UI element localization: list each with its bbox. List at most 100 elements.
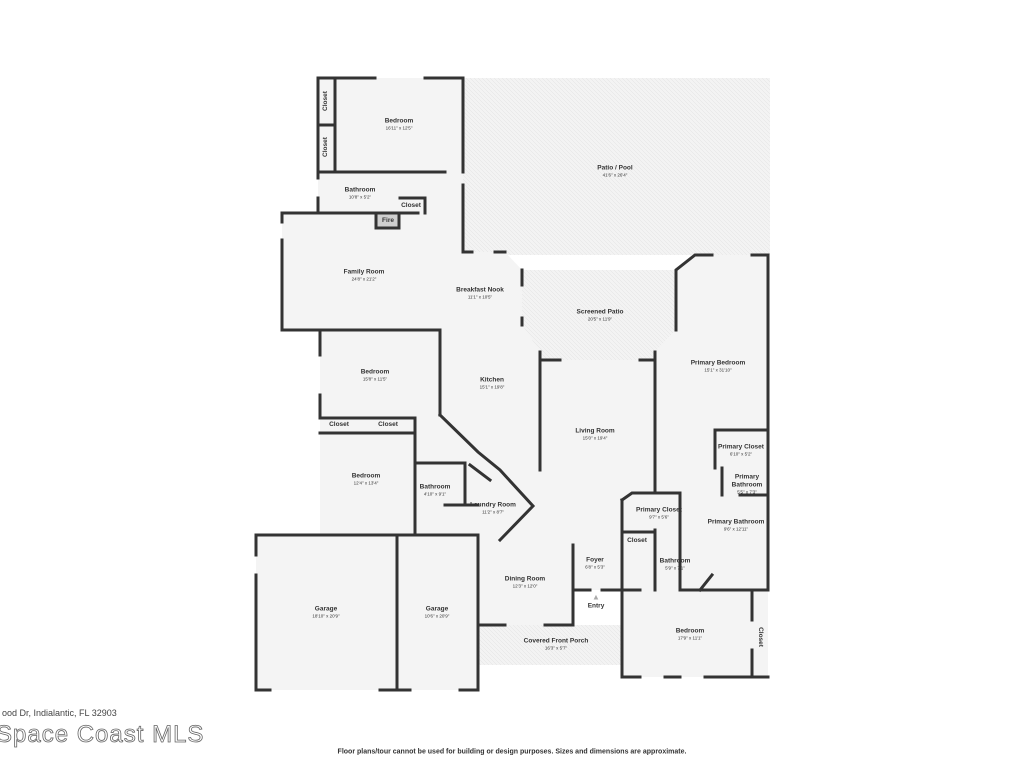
- room-name: Bedroom: [351, 472, 381, 480]
- room-dim: 12'4" x 13'4": [353, 480, 379, 486]
- room-label-entry: ▲Entry: [588, 592, 605, 609]
- room-label-closet: Closet: [329, 421, 349, 429]
- watermark-text: Space Coast MLS: [0, 721, 205, 748]
- room-name: Primary Closet: [718, 443, 764, 451]
- room-dim: 16'3" x 5'7": [544, 645, 568, 651]
- room-name: Fire: [382, 217, 394, 225]
- room-name: Bathroom: [344, 186, 376, 194]
- room-dim: 6'10" x 5'2": [729, 451, 753, 457]
- room-name: Closet: [322, 137, 330, 157]
- room-dim: 6'8" x 5'3": [585, 564, 605, 570]
- room-dim: 15'8" x 11'5": [362, 376, 388, 382]
- room-name: Living Room: [575, 427, 615, 435]
- room-name: Bathroom: [419, 483, 451, 491]
- room-label-closet: Closet: [401, 202, 421, 210]
- screened-patio-floor: [522, 270, 676, 360]
- room-name: Primary Bathroom: [731, 473, 763, 489]
- room-dim: 5'9" x 7'1": [665, 565, 685, 571]
- room-dim: 24'8" x 21'2": [351, 276, 377, 282]
- floors: [256, 78, 770, 690]
- room-name: Laundry Room: [470, 501, 516, 509]
- room-name: Foyer: [586, 556, 604, 564]
- patio-pool-floor: [463, 78, 770, 255]
- room-label-closet: Closet: [756, 627, 764, 647]
- room-dim: 10'6" x 20'9": [424, 613, 450, 619]
- fireplace: [376, 213, 399, 228]
- room-name: Closet: [329, 421, 349, 429]
- room-name: Dining Room: [504, 575, 546, 583]
- room-dim: 41'6" x 26'4": [602, 172, 628, 178]
- room-dim: 15'1" x 31'10": [704, 367, 732, 373]
- watermark-address: ood Dr, Indialantic, FL 32903: [2, 708, 117, 718]
- room-label-closet: Closet: [322, 137, 330, 157]
- room-name: Primary Closet: [636, 506, 682, 514]
- entry-arrow-icon: ▲: [592, 592, 600, 602]
- room-name: Bathroom: [659, 557, 691, 565]
- room-name: Closet: [322, 91, 330, 111]
- room-name: Family Room: [343, 268, 385, 276]
- room-dim: 5'5" x 7'3": [737, 489, 757, 495]
- room-name: Closet: [756, 627, 764, 647]
- room-name: Bedroom: [384, 117, 414, 125]
- room-name: Primary Bedroom: [690, 359, 746, 367]
- room-name: Garage: [314, 605, 338, 613]
- room-label-fire: Fire: [382, 217, 394, 225]
- room-name: Closet: [627, 537, 647, 545]
- disclaimer: Floor plans/tour cannot be used for buil…: [337, 748, 687, 756]
- watermark-logo: Space Coast MLS: [0, 721, 205, 748]
- room-dim: 15'0" x 19'4": [582, 435, 608, 441]
- walls: [254, 76, 770, 692]
- room-name: Closet: [378, 421, 398, 429]
- room-name: Closet: [401, 202, 421, 210]
- room-dim: 12'3" x 12'0": [512, 583, 538, 589]
- room-name: Bedroom: [675, 627, 705, 635]
- room-name: Patio / Pool: [597, 164, 633, 172]
- porch-floor: [478, 625, 622, 665]
- room-dim: 11'2" x 8'7": [482, 509, 504, 515]
- room-name: Breakfast Nook: [456, 286, 504, 294]
- room-dim: 10'8" x 5'2": [348, 194, 372, 200]
- room-dim: 15'1" x 19'8": [479, 384, 505, 390]
- room-dim: 9'6" x 12'11": [723, 526, 749, 532]
- house-floor: [256, 78, 768, 690]
- room-name: Entry: [587, 601, 605, 609]
- room-dim: 18'10" x 20'9": [312, 613, 340, 619]
- room-dim: 16'11" x 12'5": [385, 125, 413, 131]
- room-dim: 17'9" x 11'1": [677, 635, 703, 641]
- room-name: Covered Front Porch: [523, 637, 589, 645]
- room-name: Garage: [425, 605, 449, 613]
- room-name: Bedroom: [360, 368, 390, 376]
- room-dim: 20'5" x 11'9": [587, 316, 613, 322]
- room-dim: 4'10" x 9'1": [423, 491, 447, 497]
- room-name: Primary Bathroom: [707, 518, 765, 526]
- room-label-closet: Closet: [378, 421, 398, 429]
- room-label-closet: Closet: [322, 91, 330, 111]
- room-dim: 9'7" x 5'6": [649, 514, 669, 520]
- room-dim: 11'1" x 10'5": [467, 294, 493, 300]
- room-name: Kitchen: [480, 376, 504, 384]
